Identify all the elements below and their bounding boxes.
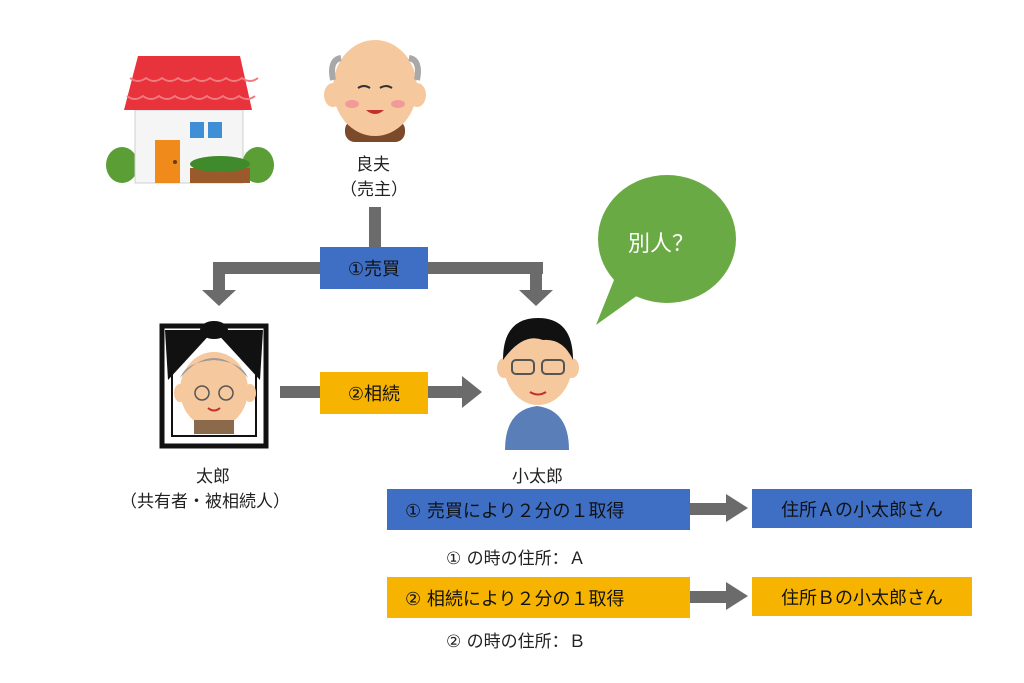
acquisition-1-label: ① 売買により２分の１取得 [405, 500, 625, 522]
inherit-label-box: ②相続 [320, 372, 428, 414]
acquisition-2-label: ② 相続により２分の１取得 [405, 588, 625, 610]
acquisition-1-box: ① 売買により２分の１取得 [387, 489, 690, 530]
seller-name: 良夫 [356, 155, 390, 175]
acquisition-2-box: ② 相続により２分の１取得 [387, 577, 690, 618]
acquisition-2-note: ② の時の住所：Ｂ [446, 632, 586, 652]
heir-name: 小太郎 [512, 467, 563, 487]
sale-label: ①売買 [347, 259, 401, 280]
deceased-role: （共有者・被相続人） [120, 492, 290, 512]
deceased-name: 太郎 [196, 467, 230, 487]
acquisition-2-result-box: 住所Ｂの小太郎さん [752, 577, 972, 616]
speech-text: 別人？ [628, 232, 695, 257]
acquisition-1-note: ① の時の住所：Ａ [446, 549, 586, 569]
seller-role: （売主） [340, 180, 408, 200]
acquisition-2-result: 住所Ｂの小太郎さん [781, 587, 943, 609]
inherit-label: ②相続 [347, 384, 401, 405]
sale-label-box: ①売買 [320, 247, 428, 289]
acquisition-1-result: 住所Ａの小太郎さん [781, 499, 943, 521]
acquisition-1-result-box: 住所Ａの小太郎さん [752, 489, 972, 528]
